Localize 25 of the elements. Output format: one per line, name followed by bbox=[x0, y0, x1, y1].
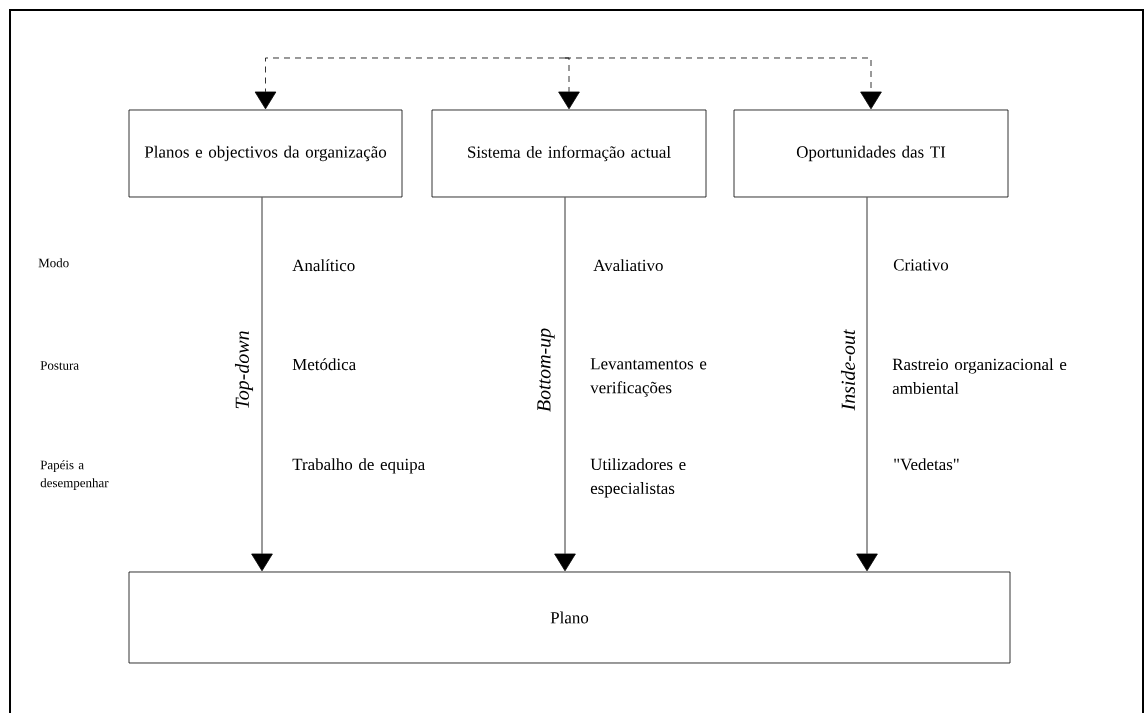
cell-text: Criativo bbox=[893, 259, 949, 271]
arrow bbox=[564, 57, 882, 110]
row-label: Modo bbox=[38, 258, 69, 268]
process-box: Planos e objectivos da organização bbox=[128, 109, 403, 198]
cell-text: Trabalho de equipa bbox=[292, 458, 425, 474]
edge-label: Top-down bbox=[234, 329, 255, 411]
arrow bbox=[554, 197, 576, 572]
arrow bbox=[254, 57, 566, 110]
edge-label: Bottom-up bbox=[536, 326, 556, 414]
arrow bbox=[251, 197, 273, 572]
process-box: Oportunidades das TI bbox=[733, 109, 1009, 198]
cell-text: Analítico bbox=[292, 259, 355, 272]
arrow bbox=[558, 57, 580, 110]
arrow bbox=[856, 197, 878, 572]
row-label: Postura bbox=[40, 361, 79, 370]
cell-text: Avaliativo bbox=[593, 259, 663, 272]
row-label: Papéis a desempenhar bbox=[40, 460, 109, 490]
cell-text: Metódica bbox=[292, 358, 356, 371]
process-box: Plano bbox=[128, 571, 1011, 664]
cell-text: Rastreio organizacional e ambiental bbox=[892, 358, 1067, 395]
edge-label: Inside-out bbox=[840, 328, 857, 412]
cell-text: "Vedetas" bbox=[894, 458, 959, 471]
cell-text: Utilizadores e especialistas bbox=[590, 458, 686, 498]
cell-text: Levantamentos e verificações bbox=[590, 358, 707, 397]
process-box: Sistema de informação actual bbox=[431, 109, 707, 198]
